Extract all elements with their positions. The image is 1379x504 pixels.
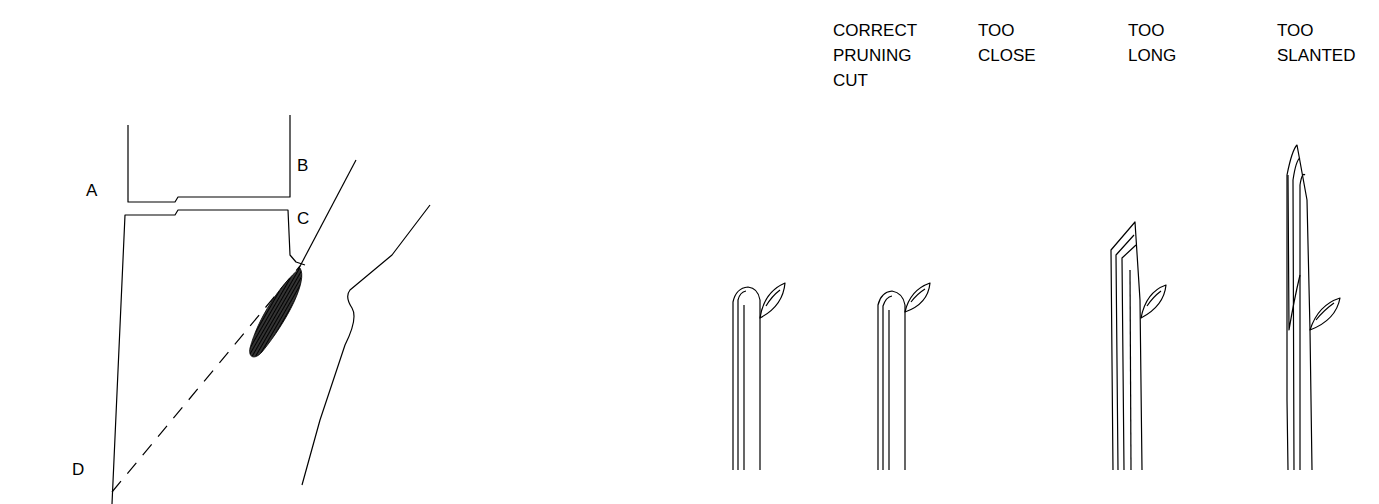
correct-twig	[733, 283, 785, 470]
cut-line	[112, 266, 300, 492]
too-slanted-twig	[1287, 145, 1340, 470]
cut-heading: TOO LONG	[1128, 18, 1176, 68]
trunk-outline	[112, 210, 305, 504]
branch-edge	[298, 160, 356, 270]
cut-heading: TOO CLOSE	[978, 18, 1036, 68]
collar-shading	[250, 268, 302, 357]
part-letter: B	[297, 153, 308, 178]
part-letter: C	[297, 206, 309, 231]
part-letter: D	[72, 457, 84, 482]
too-close-twig	[878, 283, 930, 470]
cut-heading: TOO SLANTED	[1277, 18, 1355, 68]
part-letter: A	[86, 178, 97, 203]
removed-trunk	[128, 115, 290, 202]
too-long-twig	[1111, 222, 1166, 470]
cut-heading: CORRECT PRUNING CUT	[833, 18, 917, 93]
branch-collar	[302, 205, 430, 485]
